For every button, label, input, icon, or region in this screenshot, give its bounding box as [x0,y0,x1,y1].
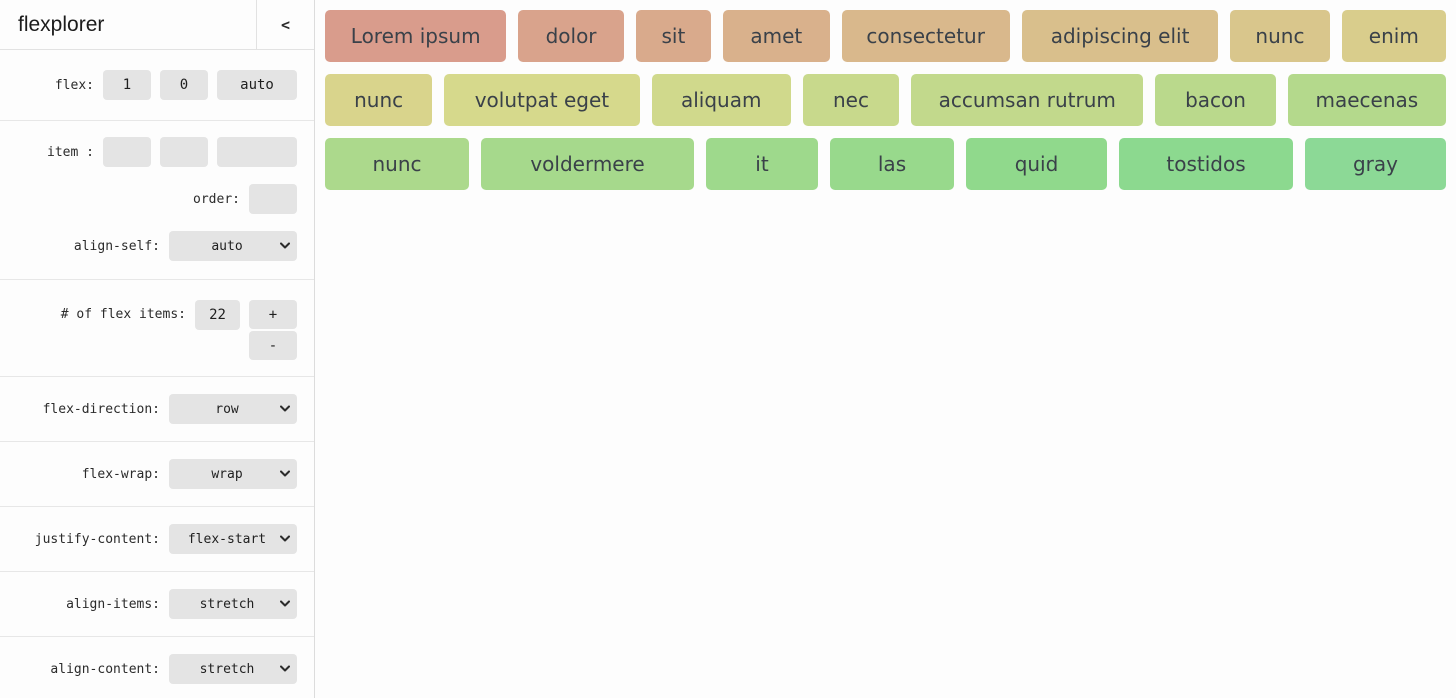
flex-basis-input[interactable] [217,70,297,100]
flex-item[interactable]: tostidos [1119,138,1293,190]
flex-grow-input[interactable] [103,70,151,100]
flex-wrap-select[interactable]: wrap [169,459,297,489]
item-count-section: # of flex items: + - [0,280,314,377]
align-self-label: align-self: [73,238,160,254]
item-settings-section: item : order: align-self: auto [0,121,314,280]
flex-label: flex: [54,77,94,93]
flex-item[interactable]: amet [723,10,830,62]
flex-wrap-section: flex-wrap: wrap [0,442,314,507]
item-shrink-input[interactable] [160,137,208,167]
flex-direction-label: flex-direction: [42,401,160,417]
flex-container: Lorem ipsum dolor sit amet consectetur a… [315,0,1456,200]
decrement-items-button[interactable]: - [249,331,297,360]
flex-item[interactable]: sit [635,10,712,62]
item-grow-input[interactable] [103,137,151,167]
flex-item[interactable]: consectetur [841,10,1010,62]
align-items-select[interactable]: stretch [169,589,297,619]
flex-wrap-row: flex-wrap: wrap [0,459,314,489]
item-label: item : [47,144,94,160]
flex-item[interactable]: aliquam [651,74,791,126]
flex-item[interactable]: nunc [325,74,433,126]
item-basis-input[interactable] [217,137,297,167]
flex-item[interactable]: las [830,138,954,190]
flex-item[interactable]: dolor [518,10,624,62]
chevron-left-icon: < [280,15,291,34]
order-label: order: [193,191,240,207]
align-items-section: align-items: stretch [0,572,314,637]
flex-wrap-label: flex-wrap: [81,466,160,482]
align-content-row: align-content: stretch [0,654,314,684]
flex-item[interactable]: adipiscing elit [1021,10,1219,62]
flex-item[interactable]: nunc [325,138,469,190]
align-self-row: align-self: auto [0,231,314,261]
justify-content-select[interactable]: flex-start [169,524,297,554]
justify-content-row: justify-content: flex-start [0,524,314,554]
flex-direction-select[interactable]: row [169,394,297,424]
align-items-row: align-items: stretch [0,589,314,619]
flex-item[interactable]: nec [802,74,900,126]
align-content-label: align-content: [50,661,160,677]
flex-shorthand-section: flex: [0,50,314,121]
item-count-label: # of flex items: [60,307,186,322]
order-row: order: [0,184,314,214]
align-items-label: align-items: [66,596,160,612]
flex-direction-row: flex-direction: row [0,394,314,424]
item-flex-row: item : [0,137,314,167]
flex-item[interactable]: accumsan rutrum [911,74,1144,126]
sidebar-header: flexplorer < [0,0,314,50]
collapse-sidebar-button[interactable]: < [256,0,314,49]
justify-content-label: justify-content: [34,531,160,547]
justify-content-section: justify-content: flex-start [0,507,314,572]
flex-item[interactable]: it [706,138,818,190]
sidebar: flexplorer < flex: item : order: align-s… [0,0,315,698]
order-input[interactable] [249,184,297,214]
align-content-section: align-content: stretch [0,637,314,698]
flex-item[interactable]: nunc [1230,10,1330,62]
app-title: flexplorer [18,12,105,36]
flex-item[interactable]: bacon [1155,74,1276,126]
flex-shorthand-row: flex: [0,70,314,100]
flex-item[interactable]: volutpat eget [444,74,640,126]
flex-shrink-input[interactable] [160,70,208,100]
flex-item[interactable]: maecenas [1287,74,1446,126]
increment-items-button[interactable]: + [249,300,297,329]
flex-item[interactable]: quid [966,138,1107,190]
flex-item[interactable]: voldermere [481,138,694,190]
flex-item-count-input[interactable] [195,300,240,330]
flex-item[interactable]: enim [1341,10,1446,62]
flex-item[interactable]: Lorem ipsum [325,10,507,62]
align-self-select[interactable]: auto [169,231,297,261]
align-content-select[interactable]: stretch [169,654,297,684]
flex-item[interactable]: gray [1305,138,1446,190]
item-count-row: # of flex items: + - [0,300,314,360]
flex-direction-section: flex-direction: row [0,377,314,442]
